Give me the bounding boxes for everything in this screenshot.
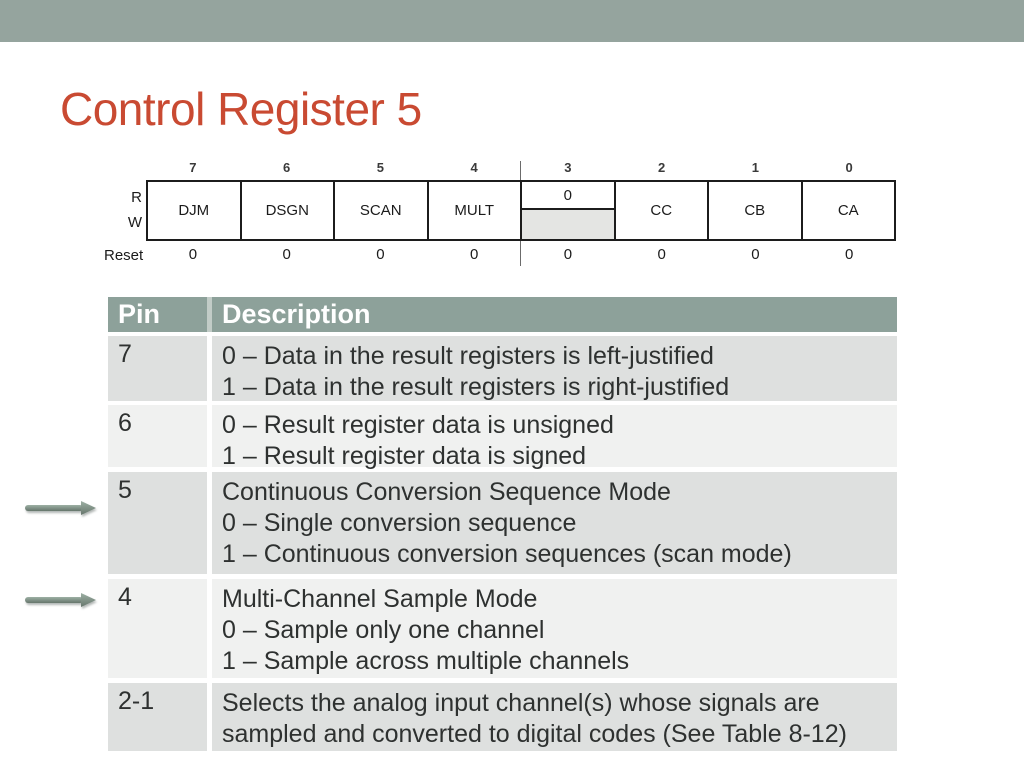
description-cell: 0 – Result register data is unsigned 1 –…	[212, 405, 897, 470]
page-title: Control Register 5	[60, 83, 422, 135]
bit-number: 6	[283, 160, 291, 175]
reset-value: 0	[657, 246, 666, 263]
pin-cell: 4	[108, 579, 207, 678]
column-divider	[207, 297, 212, 332]
bit3-read-value: 0	[522, 182, 614, 210]
description-line: Selects the analog input channel(s) whos…	[222, 689, 847, 748]
reset-value: 0	[282, 246, 291, 263]
table-row-pin-6: 6 0 – Result register data is unsigned 1…	[108, 405, 897, 470]
register-read-label: R	[131, 189, 142, 206]
table-row-pin-2-1: 2-1 Selects the analog input channel(s) …	[108, 683, 897, 751]
description-cell: Selects the analog input channel(s) whos…	[212, 683, 897, 751]
description-line: 1 – Data in the result registers is righ…	[222, 373, 730, 401]
pin-cell: 2-1	[108, 683, 207, 751]
column-divider	[207, 336, 212, 401]
table-row-pin-5: 5 Continuous Conversion Sequence Mode 0 …	[108, 472, 897, 574]
description-line: 0 – Data in the result registers is left…	[222, 342, 714, 370]
register-reset-label: Reset	[104, 247, 144, 264]
register-diagram: DJM DSGN SCAN MULT 0 CC CB CA	[146, 180, 896, 241]
description-cell: 0 – Data in the result registers is left…	[212, 336, 897, 401]
bit-number: 0	[845, 160, 853, 175]
bit-number: 4	[470, 160, 478, 175]
register-cell-djm: DJM	[148, 182, 242, 239]
pin-cell: 7	[108, 336, 207, 401]
register-cell-ca: CA	[837, 202, 859, 219]
bit-number: 5	[376, 160, 384, 175]
description-line: 1 – Sample across multiple channels	[222, 647, 630, 675]
pin-cell: 5	[108, 472, 207, 574]
register-cell-mult: MULT	[429, 182, 522, 239]
top-accent-bar	[0, 0, 1024, 42]
description-line: Multi-Channel Sample Mode	[222, 585, 538, 613]
description-line: 1 – Result register data is signed	[222, 442, 587, 470]
reset-value: 0	[751, 246, 760, 263]
description-cell: Continuous Conversion Sequence Mode 0 – …	[212, 472, 897, 574]
arrow-right-icon	[25, 593, 96, 607]
reset-value: 0	[844, 246, 854, 263]
reset-value: 0	[469, 246, 479, 263]
register-cell-cb: CB	[709, 182, 803, 239]
register-cell-bit3-readonly: 0	[522, 182, 616, 239]
table-header-row: Pin Description	[108, 297, 897, 332]
bit-number: 1	[751, 160, 759, 175]
bit-number: 3	[564, 160, 572, 175]
reset-value: 0	[188, 246, 198, 263]
arrow-right-icon	[25, 501, 96, 515]
column-divider	[207, 683, 212, 751]
column-divider	[207, 579, 212, 678]
description-line: 1 – Continuous conversion sequences (sca…	[222, 540, 792, 568]
pin-description-table: Pin Description 7 0 – Data in the result…	[108, 297, 897, 751]
description-line: 0 – Sample only one channel	[222, 616, 545, 644]
bit-number: 2	[658, 160, 666, 175]
reset-value: 0	[376, 246, 385, 263]
description-line: 0 – Result register data is unsigned	[222, 411, 614, 439]
register-reset-values: 0 0 0 0 0 0 0 0	[146, 246, 896, 263]
description-column-header: Description	[212, 297, 897, 332]
table-row-pin-7: 7 0 – Data in the result registers is le…	[108, 336, 897, 401]
register-cell-cc: CC	[616, 182, 709, 239]
bit3-write-shaded-area	[522, 210, 614, 239]
pin-cell: 6	[108, 405, 207, 467]
table-row-pin-4: 4 Multi-Channel Sample Mode 0 – Sample o…	[108, 579, 897, 678]
register-cell-dsgn: DSGN	[242, 182, 335, 239]
column-divider	[207, 472, 212, 574]
reset-value: 0	[563, 246, 573, 263]
description-line: Continuous Conversion Sequence Mode	[222, 478, 671, 506]
register-write-label: W	[127, 214, 142, 231]
register-cell-scan: SCAN	[335, 182, 429, 239]
pin-column-header: Pin	[108, 297, 207, 332]
description-line: 0 – Single conversion sequence	[222, 509, 577, 537]
description-cell: Multi-Channel Sample Mode 0 – Sample onl…	[212, 579, 897, 678]
bit-number: 7	[189, 160, 197, 175]
column-divider	[207, 405, 212, 467]
register-bit-numbers: 7 6 5 4 3 2 1 0	[146, 160, 896, 175]
